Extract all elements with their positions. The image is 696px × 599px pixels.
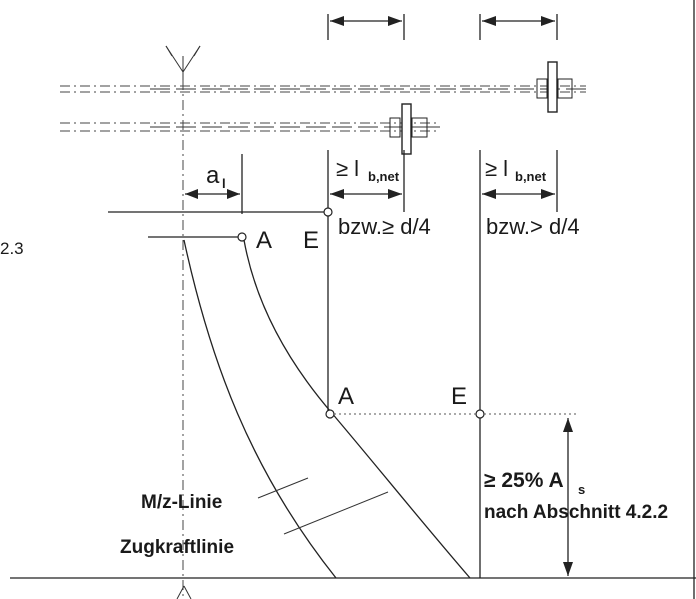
lbnet-dimension-right xyxy=(479,150,558,212)
al-dimension xyxy=(185,154,243,214)
lbnet-left-label: ≥ l xyxy=(336,156,359,181)
upper-rebar xyxy=(60,61,586,113)
bzw-right-label: bzw.> d/4 xyxy=(486,214,580,239)
point-e-mid-label: E xyxy=(451,383,467,410)
point-e-top-label: E xyxy=(303,227,319,254)
edge-number: 2.3 xyxy=(0,239,24,258)
lbnet-dimension-left xyxy=(327,150,405,212)
top-dimension-right xyxy=(479,14,558,40)
al-label-sub: l xyxy=(222,176,226,191)
symmetry-marker-icon xyxy=(165,45,201,80)
support-triangle-icon xyxy=(176,585,192,599)
lbnet-right-label: ≥ l xyxy=(485,156,508,181)
top-dimension-left xyxy=(327,14,405,40)
point-a-mid-label: A xyxy=(338,383,354,410)
mz-line-label: M/z-Linie xyxy=(141,492,222,513)
as-percent-sub: s xyxy=(578,482,585,497)
point-e-top-marker xyxy=(323,207,333,217)
point-a-mid-marker xyxy=(325,409,335,419)
lbnet-left-sub: b,net xyxy=(368,169,400,184)
section-ref-label: nach Abschnitt 4.2.2 xyxy=(484,502,668,523)
point-e-mid-marker xyxy=(475,409,485,419)
bzw-left-label: bzw.≥ d/4 xyxy=(338,214,431,239)
tension-line-label: Zugkraftlinie xyxy=(120,537,234,558)
as-percent-label: ≥ 25% A xyxy=(484,469,564,492)
as-dimension xyxy=(563,418,573,576)
mz-curve xyxy=(183,239,337,579)
lower-rebar xyxy=(60,103,440,155)
tension-curve xyxy=(243,239,471,579)
mz-leader xyxy=(257,477,309,499)
point-a-top-label: A xyxy=(256,227,272,254)
tension-leader xyxy=(283,491,389,535)
lbnet-right-sub: b,net xyxy=(515,169,547,184)
point-a-top-marker xyxy=(237,232,247,242)
al-label: a xyxy=(206,162,220,189)
